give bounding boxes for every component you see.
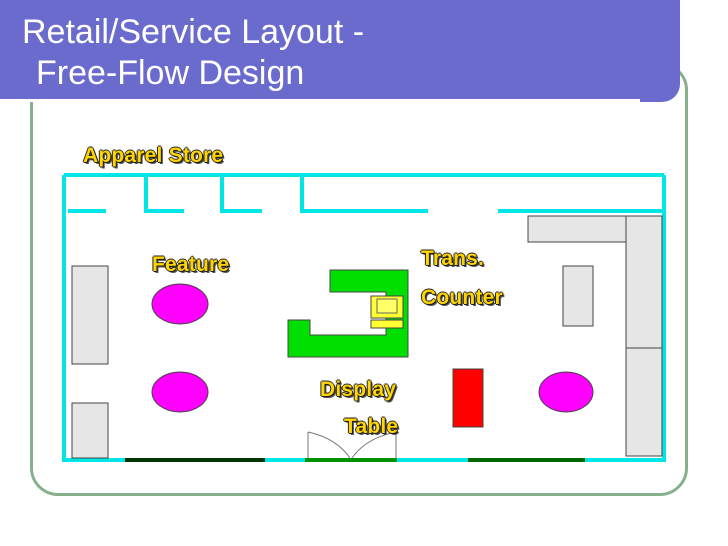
door-arc-right [351, 431, 397, 459]
register-screen [376, 298, 398, 314]
wall-rack-left-2 [71, 402, 109, 459]
register-drawer [370, 319, 404, 329]
title-underline [0, 99, 640, 102]
wall-rack-left-1 [71, 265, 109, 365]
display-table-label-line-2: Table [344, 415, 399, 438]
feature-circle-3 [538, 371, 594, 413]
trans-counter-label-line-2: Counter [421, 286, 503, 309]
slide-title-line-2: Free-Flow Design [36, 54, 305, 92]
display-table [452, 368, 484, 428]
feature-circle-2 [151, 371, 209, 413]
floor-rack-right [562, 265, 594, 327]
wall-rack-top-right [527, 215, 627, 243]
trans-counter-label-line-1: Trans. [421, 247, 485, 270]
wall-rack-right-2 [625, 347, 663, 457]
wall-rack-right-1 [625, 215, 663, 349]
apparel-store-label: Apparel Store [83, 144, 224, 167]
partition-3 [220, 175, 262, 213]
slide-title-line-1: Retail/Service Layout - [22, 13, 365, 51]
door-arc-left [307, 431, 351, 459]
feature-label: Feature [152, 253, 230, 276]
title-banner [0, 0, 680, 102]
transaction-counter [287, 269, 409, 358]
partition-4 [300, 175, 428, 213]
door-swing [307, 431, 397, 459]
partition-2 [144, 175, 184, 213]
feature-circle-1 [151, 283, 209, 325]
display-table-label-line-1: Display [320, 378, 397, 401]
